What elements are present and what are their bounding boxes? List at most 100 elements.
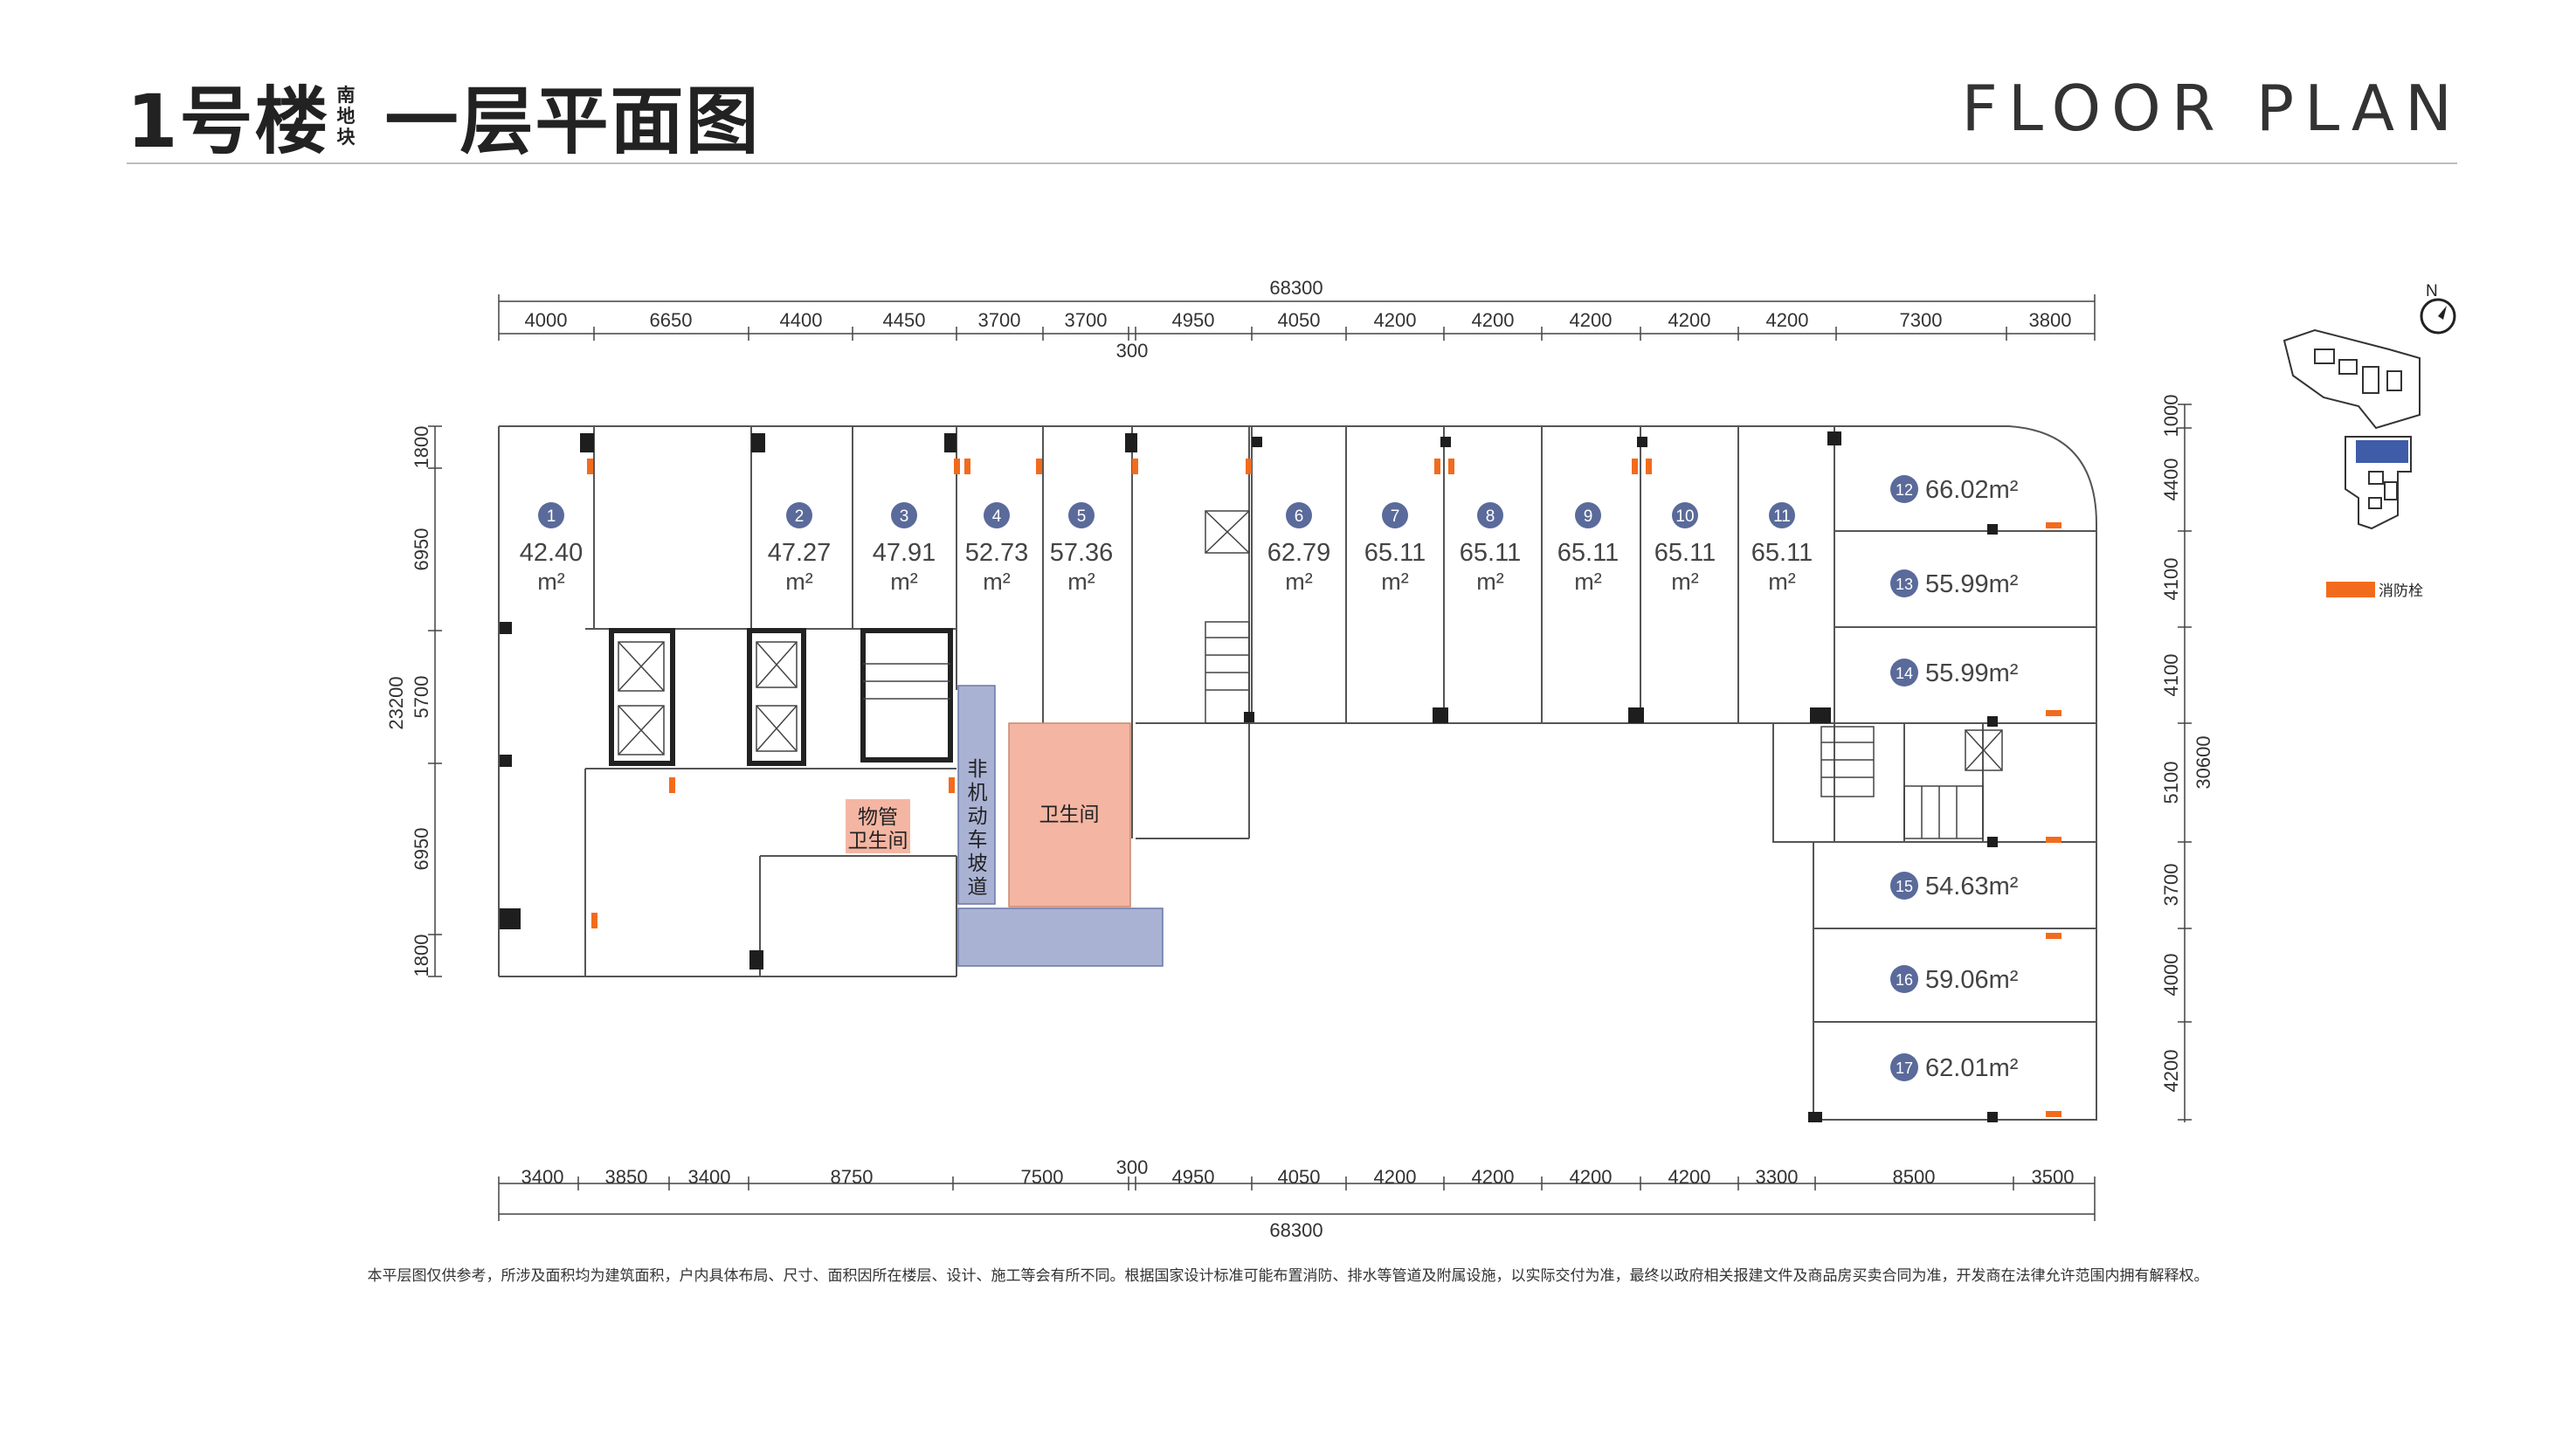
core-elements: [609, 510, 2003, 839]
unit-badge: [1068, 502, 1095, 528]
unit-area-unit: m²: [1671, 569, 1698, 595]
unit-area: 65.11: [1751, 539, 1813, 567]
ramp-label: 动: [968, 805, 988, 828]
dim-bottom: 3300: [1756, 1166, 1799, 1188]
unit-area: 66.02m²: [1925, 476, 2019, 504]
dim-bottom: 3850: [605, 1166, 648, 1188]
fire-hydrants: [587, 459, 2061, 1117]
page-title: 1号楼 南 地 块 一层平面图: [127, 63, 760, 169]
hydrant-legend-label: 消防栓: [2379, 583, 2423, 600]
ramp-label: 车: [968, 829, 988, 852]
dim-top: 3800: [2029, 309, 2072, 331]
dim-top: 4200: [1766, 309, 1809, 331]
dim-top: 4200: [1668, 309, 1711, 331]
dim-right-total: 30600: [2193, 735, 2214, 789]
ramp-area-lower: [957, 907, 1164, 967]
unit-number: 17: [1896, 1059, 1913, 1077]
structural-columns: [500, 431, 1998, 1122]
dim-bottom: 3400: [688, 1166, 731, 1188]
dim-bottom: 4200: [1374, 1166, 1417, 1188]
unit-number: 11: [1773, 507, 1791, 526]
unit-area-unit: m²: [537, 569, 564, 595]
unit-badge: [1890, 569, 1918, 597]
dim-bottom: 4200: [1472, 1166, 1515, 1188]
compass-north: N: [2426, 282, 2438, 300]
unit-area: 42.40: [520, 539, 584, 567]
building-name: 1号楼: [127, 79, 330, 164]
unit-number: 5: [1077, 507, 1087, 526]
restroom-label: 卫生间: [1039, 804, 1100, 826]
dim-top-offset: 300: [1116, 340, 1149, 362]
restroom-area: [1008, 722, 1131, 907]
dim-right: 1000: [2160, 395, 2182, 438]
unit-number: 7: [1391, 507, 1400, 526]
unit-badge: [1382, 502, 1408, 528]
unit-area-unit: m²: [1381, 569, 1408, 595]
building-walls: [498, 425, 2097, 1121]
floor-title: 一层平面图: [384, 79, 761, 164]
dim-overall-depth: 23200: [385, 676, 407, 729]
dim-top: 4450: [883, 309, 926, 331]
dim-overall-width-bottom: 68300: [1269, 1219, 1323, 1241]
compass: N: [2420, 282, 2456, 335]
unit-area-unit: m²: [890, 569, 917, 595]
unit-area: 65.11: [1364, 539, 1426, 567]
unit-number: 4: [992, 507, 1002, 526]
block-char: 南: [336, 84, 356, 106]
dim-left: 6950: [411, 528, 432, 571]
unit-area: 54.63m²: [1925, 873, 2019, 900]
dim-left: 1800: [411, 935, 432, 977]
dim-right: 4200: [2160, 1050, 2182, 1093]
dim-right: 4000: [2160, 954, 2182, 997]
dim-bottom-offset: 300: [1116, 1156, 1149, 1178]
dim-right: 4100: [2160, 654, 2182, 697]
unit-area: 47.27: [768, 539, 832, 567]
unit-area-unit: m²: [983, 569, 1010, 595]
unit-badge: [891, 502, 917, 528]
dim-bottom: 4050: [1278, 1166, 1321, 1188]
unit-badge: [1286, 502, 1312, 528]
dim-left: 1800: [411, 426, 432, 469]
dim-top: 4200: [1472, 309, 1515, 331]
unit-badge: [1477, 502, 1503, 528]
unit-badge: [786, 502, 812, 528]
dim-right: 4400: [2160, 459, 2182, 501]
dim-bottom: 4950: [1172, 1166, 1215, 1188]
header-divider: [127, 162, 2457, 164]
dim-bottom: 4200: [1668, 1166, 1711, 1188]
unit-number: 15: [1896, 878, 1913, 895]
dimension-lines: [428, 294, 2192, 1221]
mgmt-label: 卫生间: [848, 830, 908, 852]
unit-badge: [538, 502, 564, 528]
dim-left: 6950: [411, 828, 432, 871]
dim-top: 7300: [1900, 309, 1943, 331]
dim-bottom: 7500: [1021, 1166, 1064, 1188]
disclaimer: 本平层图仅供参考，所涉及面积均为建筑面积，户内具体布局、尺寸、面积因所在楼层、设…: [367, 1267, 2209, 1284]
dim-bottom: 8750: [831, 1166, 874, 1188]
unit-badge: [1575, 502, 1601, 528]
unit-number: 10: [1675, 507, 1694, 526]
unit-number: 12: [1896, 481, 1913, 499]
dim-right: 5100: [2160, 762, 2182, 804]
unit-badge: [1890, 965, 1918, 993]
ramp-label: 机: [968, 782, 988, 804]
unit-badge: [1890, 872, 1918, 900]
dim-top: 3700: [1065, 309, 1108, 331]
unit-badge: [984, 502, 1010, 528]
ramp-area: [957, 685, 996, 905]
unit-badge: [1672, 502, 1698, 528]
ramp-label: 非: [968, 758, 988, 781]
unit-badge: [1769, 502, 1795, 528]
dim-top: 4950: [1172, 309, 1215, 331]
dim-overall-width-top: 68300: [1269, 277, 1323, 299]
ramp-label: 坡: [968, 852, 988, 875]
unit-number: 16: [1896, 971, 1913, 989]
site-key-plan: [2282, 328, 2421, 530]
unit-area: 62.79: [1267, 539, 1331, 567]
unit-number: 13: [1896, 576, 1913, 593]
dim-bottom: 3400: [521, 1166, 564, 1188]
unit-area-unit: m²: [1768, 569, 1795, 595]
unit-number: 9: [1584, 507, 1593, 526]
dim-right: 4100: [2160, 558, 2182, 601]
